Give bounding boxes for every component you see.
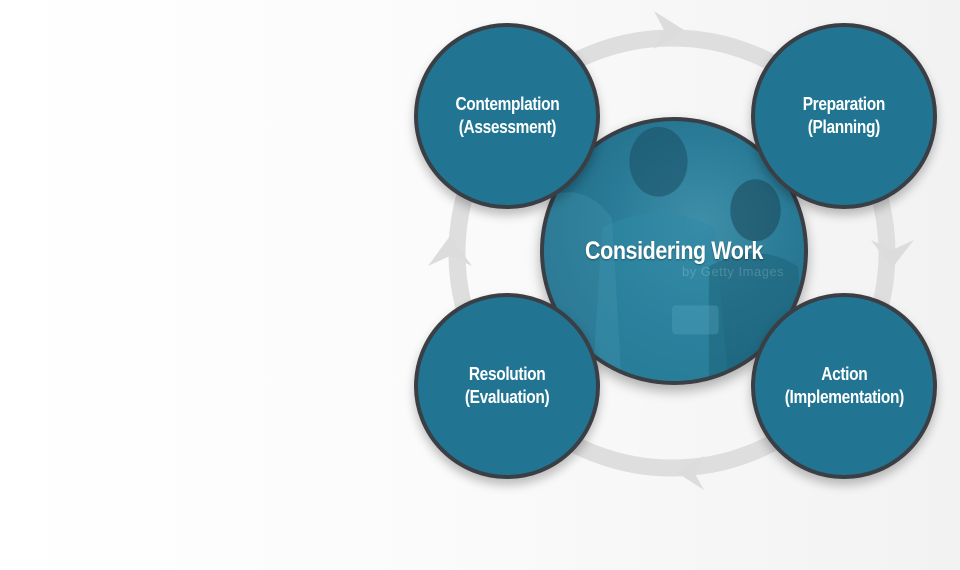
center-watermark: by Getty Images [682, 264, 785, 279]
stage-preparation-subtitle: (Planning) [807, 117, 881, 137]
center-label: Considering Work [585, 236, 763, 265]
arrow-left-icon [676, 456, 704, 490]
stage-action-subtitle: (Implementation) [784, 387, 904, 407]
arrow-down-icon [871, 240, 914, 268]
stage-resolution-subtitle: (Evaluation) [464, 387, 550, 407]
stage-action-text: Action (Implementation) [784, 363, 904, 409]
stage-preparation-title: Preparation [802, 94, 886, 114]
stage-contemplation-subtitle: (Assessment) [458, 117, 556, 137]
stage-action-title: Action [820, 364, 868, 384]
stage-contemplation-title: Contemplation [455, 94, 559, 114]
stage-action: Action (Implementation) [751, 293, 937, 479]
cycle-arrows [428, 11, 914, 490]
stage-resolution-text: Resolution (Evaluation) [464, 363, 550, 409]
stage-contemplation-text: Contemplation (Assessment) [455, 93, 559, 139]
stage-preparation: Preparation (Planning) [751, 23, 937, 209]
stage-contemplation: Contemplation (Assessment) [414, 23, 600, 209]
stage-preparation-text: Preparation (Planning) [802, 93, 886, 139]
stage-resolution-title: Resolution [468, 364, 546, 384]
arrow-up-icon [428, 236, 472, 266]
arrow-right-icon [654, 11, 684, 49]
stage-resolution: Resolution (Evaluation) [414, 293, 600, 479]
